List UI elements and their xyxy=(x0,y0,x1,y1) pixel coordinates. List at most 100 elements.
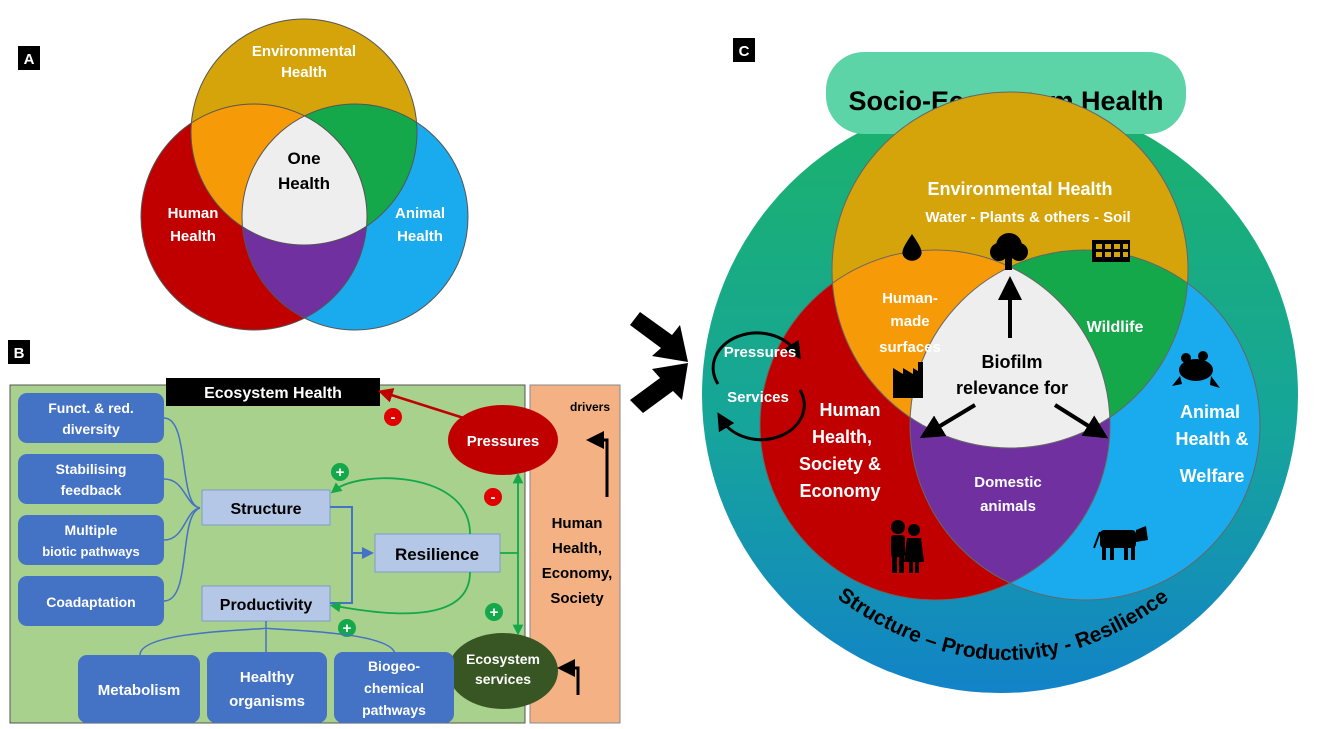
pressure-arrow xyxy=(377,388,471,422)
c-human-l2: Health, xyxy=(812,427,872,447)
services-line2: services xyxy=(475,671,531,687)
input-multiple-l2: biotic pathways xyxy=(42,544,140,559)
arrow-down-right xyxy=(630,312,688,362)
plus-sign-3: + xyxy=(490,604,499,621)
panel-a-label-box xyxy=(18,46,40,70)
driver-arrow-bottom xyxy=(557,659,580,695)
c-biofilm-l1: Biofilm xyxy=(982,352,1043,372)
plus-badge-3 xyxy=(485,603,503,621)
plus-sign-2: + xyxy=(343,620,352,637)
c-wildlife: Wildlife xyxy=(1087,319,1144,336)
human-line3: Economy, xyxy=(542,565,613,582)
plus-badge-1 xyxy=(331,463,349,481)
input-biogeo-l1: Biogeo- xyxy=(368,658,420,674)
biofilm-arrow-right xyxy=(1053,403,1109,439)
plus-sign-1: + xyxy=(336,464,345,481)
pressures-ellipse xyxy=(448,405,558,475)
minus-badge-2 xyxy=(484,488,502,506)
c-humanmade-l3: surfaces xyxy=(879,339,941,356)
a-env-line2: Health xyxy=(281,64,327,81)
water-drop-icon xyxy=(902,234,922,261)
minus-sign-1: - xyxy=(391,409,396,426)
panel-c: C Socio-Ecosystem Health Environmental H… xyxy=(702,38,1298,693)
input-biogeochemical xyxy=(334,652,454,723)
c-pressures: Pressures xyxy=(724,344,797,361)
factory-icon xyxy=(893,362,923,398)
resilience-box xyxy=(374,533,501,573)
a-one-line2: Health xyxy=(278,174,330,193)
connector-2 xyxy=(163,478,201,509)
panel-c-label: C xyxy=(739,43,750,60)
input-stabilising-feedback xyxy=(18,454,164,504)
driver-arrow-up xyxy=(586,431,609,497)
c-human-l4: Economy xyxy=(799,481,880,501)
biofilm-arrow-left xyxy=(919,403,977,439)
prod-conn-1 xyxy=(139,627,267,656)
input-metabolism-l1: Metabolism xyxy=(98,682,181,699)
input-biogeo-l3: pathways xyxy=(362,702,426,718)
cow-icon xyxy=(1093,526,1148,560)
a-animal-line1: Animal xyxy=(395,205,445,222)
input-stabilising-l2: feedback xyxy=(61,482,122,498)
plus-badge-2 xyxy=(338,619,356,637)
frog-icon xyxy=(1172,351,1220,388)
drivers-label: drivers xyxy=(570,400,610,414)
connector-1 xyxy=(163,417,201,509)
cycle-arrow-bottom xyxy=(717,389,806,442)
panel-b-label: B xyxy=(14,345,25,362)
input-functional-diversity xyxy=(18,393,164,443)
productivity-box xyxy=(201,585,331,622)
input-coadaptation xyxy=(18,576,164,626)
pressures-label: Pressures xyxy=(467,433,540,450)
a-env-line1: Environmental xyxy=(252,43,356,60)
c-humanmade-l1: Human- xyxy=(882,290,938,307)
c-env-subtitle: Water - Plants & others - Soil xyxy=(925,209,1130,226)
a-one-line1: One xyxy=(287,149,320,168)
panel-arrows xyxy=(630,312,688,413)
input-functional-diversity-l2: diversity xyxy=(62,421,120,437)
connector-4 xyxy=(163,507,201,602)
input-healthy-l1: Healthy xyxy=(240,669,295,686)
prod-conn-3 xyxy=(265,627,396,656)
panel-c-label-box xyxy=(733,38,755,62)
c-services: Services xyxy=(727,389,789,406)
arrow-up-right xyxy=(630,363,688,413)
tree-icon xyxy=(990,233,1028,270)
ecosystem-health-title-box xyxy=(166,378,380,406)
human-line4: Society xyxy=(550,590,604,607)
cycle-arrow-top xyxy=(711,331,801,385)
structure-inputs: Funct. & red. diversity Stabilising feed… xyxy=(18,393,164,626)
feedback-top xyxy=(330,477,471,535)
c-animal-l3: Welfare xyxy=(1180,466,1245,486)
services-line1: Ecosystem xyxy=(466,651,540,667)
c-animal-l2: Health & xyxy=(1175,429,1248,449)
minus-sign-2: - xyxy=(491,489,496,506)
input-healthy-organisms xyxy=(207,652,327,723)
c-domestic-l1: Domestic xyxy=(974,474,1042,491)
one-health-center xyxy=(242,104,367,245)
soil-icon xyxy=(1092,240,1130,262)
c-biofilm-l2: relevance for xyxy=(956,378,1068,398)
people-icon xyxy=(891,520,924,573)
structure-label: Structure xyxy=(230,501,301,518)
c-animal-l1: Animal xyxy=(1180,402,1240,422)
input-stabilising-l1: Stabilising xyxy=(56,461,127,477)
ecosystem-health-title: Ecosystem Health xyxy=(204,385,342,402)
ecosystem-services-ellipse xyxy=(448,633,558,709)
c-human-l1: Human xyxy=(819,400,880,420)
input-metabolism xyxy=(78,655,200,723)
input-multiple-pathways xyxy=(18,515,164,565)
structure-box xyxy=(201,489,331,526)
panel-b: B drivers Ecosystem Health Pressures Eco… xyxy=(8,340,621,724)
productivity-label: Productivity xyxy=(220,597,313,614)
input-functional-diversity-l1: Funct. & red. xyxy=(48,400,134,416)
input-coadaptation-l1: Coadaptation xyxy=(46,594,135,610)
feedback-bottom xyxy=(329,571,471,615)
a-human-line2: Health xyxy=(170,228,216,245)
c-domestic-l2: animals xyxy=(980,498,1036,515)
c-humanmade-l2: made xyxy=(890,313,929,330)
panel-a-label: A xyxy=(24,51,35,68)
minus-badge-1 xyxy=(384,408,402,426)
resilience-label: Resilience xyxy=(395,545,479,564)
